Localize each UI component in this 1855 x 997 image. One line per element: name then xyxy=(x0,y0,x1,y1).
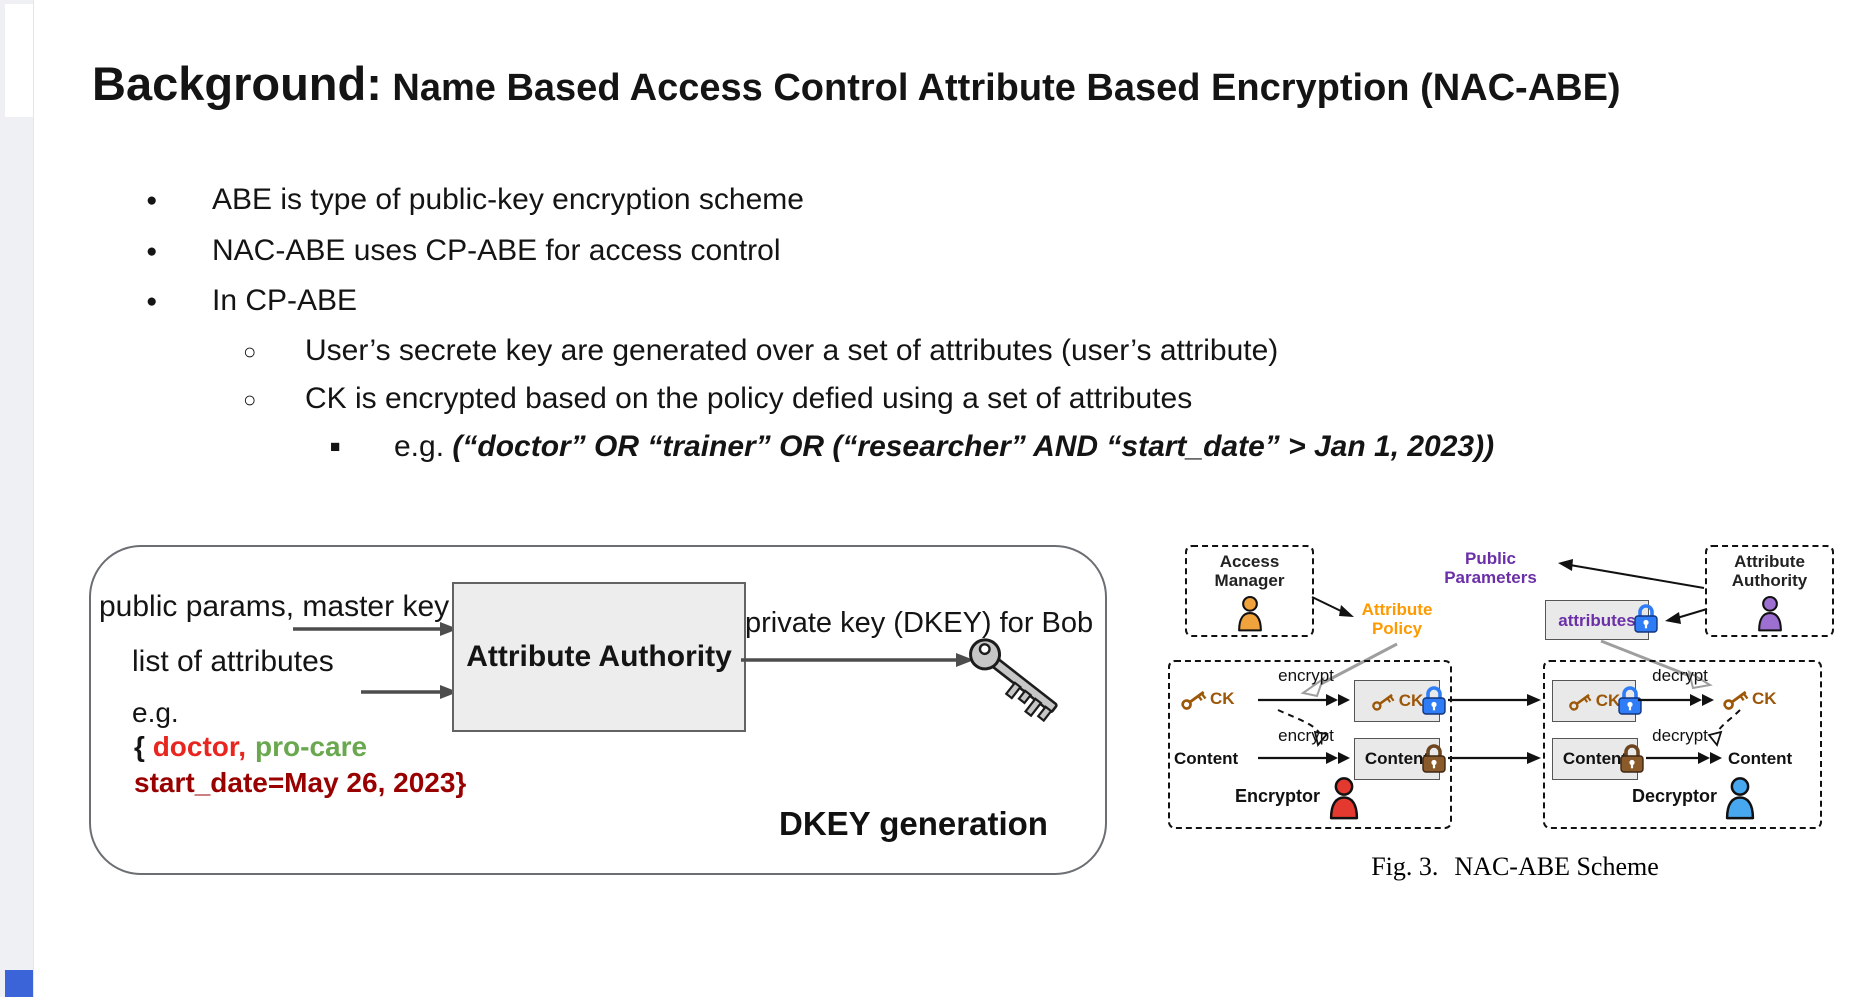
bullet-text: ABE is type of public-key encryption sch… xyxy=(212,183,804,216)
encryptor-label: Encryptor xyxy=(1235,786,1321,806)
attribute-pro-care: pro-care xyxy=(255,731,368,762)
arrow-content-encrypt xyxy=(1258,752,1350,764)
example-prefix: e.g. xyxy=(394,430,453,463)
arrow-content-decrypt xyxy=(1646,752,1722,764)
attributes-box: attributes xyxy=(1545,600,1649,640)
input-public-params-label: public params, master key xyxy=(99,590,450,623)
decryptor-box xyxy=(1543,660,1822,829)
encryptor-content-source: Content xyxy=(1174,749,1239,768)
ck-key-icon xyxy=(1371,693,1395,711)
title-rest: Name Based Access Control Attribute Base… xyxy=(381,67,1621,109)
slide-thumbnail-current[interactable] xyxy=(5,4,33,117)
attribute-start-date: start_date=May 26, 2023} xyxy=(134,767,467,798)
ck-key-icon xyxy=(1568,693,1592,711)
attribute-authority-box: Attribute Authority xyxy=(452,582,746,732)
arrow-authority-to-public-parameters xyxy=(1558,559,1705,589)
input-attributes-label: list of attributes xyxy=(132,645,334,678)
encrypt-label-2: encrypt xyxy=(1278,726,1334,745)
content-label: Content xyxy=(1562,749,1628,768)
dkey-generation-caption: DKEY generation xyxy=(779,805,1048,842)
example-attributes-line: { doctor, pro-care xyxy=(134,731,367,763)
slide-thumbnail-next[interactable] xyxy=(5,970,33,997)
ck-key-icon xyxy=(1181,690,1207,710)
attribute-doctor: doctor, xyxy=(152,731,247,762)
content-label: Content xyxy=(1364,749,1430,768)
output-private-key-label: private key (DKEY) for Bob xyxy=(745,607,1094,639)
arrow-authority-to-attributes xyxy=(1665,608,1708,624)
encryptor-box xyxy=(1168,660,1452,829)
sub-bullet-item-2: CK is encrypted based on the policy defi… xyxy=(243,382,1192,416)
public-parameters-label: Public Parameters xyxy=(1444,549,1537,587)
bullet-text: CK is encrypted based on the policy defi… xyxy=(305,382,1193,415)
figure-caption: Fig. 3. NAC-ABE Scheme xyxy=(1320,852,1710,882)
attributes-label: attributes xyxy=(1558,610,1636,630)
bullet-marker xyxy=(243,382,305,416)
title-lead: Background: xyxy=(92,57,382,110)
ck-label: CK xyxy=(1752,689,1777,708)
decryptor-person-icon xyxy=(1725,777,1755,820)
bullet-marker xyxy=(243,334,305,368)
bullet-marker xyxy=(146,284,212,318)
encrypted-ck-lock-icon xyxy=(1422,686,1446,715)
decryptor-ck-result: CK xyxy=(1722,689,1777,710)
decryptor-content-result: Content xyxy=(1728,749,1793,768)
encrypted-content-lock-icon xyxy=(1422,744,1446,773)
arrow-encrypted-ck-to-decryptor xyxy=(1448,694,1541,706)
arrow-authority-to-key xyxy=(741,653,974,667)
open-brace: { xyxy=(134,731,153,762)
attribute-authority-label: Attribute Authority xyxy=(1731,552,1808,590)
arrow-ck-encrypt xyxy=(1258,694,1350,706)
bullet-marker xyxy=(146,234,212,268)
example-policy-item: e.g. (“doctor” OR “trainer” OR (“researc… xyxy=(330,430,1494,464)
attribute-authority-fig-box: Attribute Authority xyxy=(1705,545,1834,637)
dkey-generation-diagram: public params, master key list of attrib… xyxy=(89,545,1107,875)
attributes-lock-icon xyxy=(1634,604,1658,633)
ck-label: CK xyxy=(1210,689,1235,708)
received-content-lock-icon xyxy=(1620,744,1644,773)
bullet-text: User’s secrete key are generated over a … xyxy=(305,334,1279,367)
bullet-text: In CP-ABE xyxy=(212,284,358,317)
attribute-policy-label: Attribute Policy xyxy=(1361,600,1433,638)
decrypt-label-1: decrypt xyxy=(1652,666,1708,685)
arrow-access-manager-to-policy xyxy=(1311,596,1354,617)
arrow-ck-decrypt xyxy=(1638,694,1714,706)
decryptor-label: Decryptor xyxy=(1632,786,1718,806)
figure-title: NAC-ABE Scheme xyxy=(1454,852,1659,881)
nac-abe-scheme-figure: Access Manager Attribute Policy Public P… xyxy=(1160,540,1855,900)
key-icon xyxy=(969,638,1058,723)
decrypt-label-2: decrypt xyxy=(1652,726,1708,745)
encryptor-person-icon xyxy=(1329,777,1359,820)
bullet-marker xyxy=(330,430,394,464)
dashed-arrow-ck-to-encrypt xyxy=(1277,709,1329,747)
attribute-authority-label: Attribute Authority xyxy=(466,640,732,673)
bullet-text: NAC-ABE uses CP-ABE for access control xyxy=(212,234,781,267)
arrow-public-params-to-authority xyxy=(293,622,458,636)
bullet-item-2: NAC-ABE uses CP-ABE for access control xyxy=(146,234,781,268)
filmstrip xyxy=(0,0,34,997)
access-manager-label: Access Manager xyxy=(1214,552,1285,590)
dashed-arrow-ck-to-decrypt xyxy=(1707,709,1741,747)
encrypt-label-1: encrypt xyxy=(1278,666,1334,685)
access-manager-box: Access Manager xyxy=(1185,545,1314,637)
sub-bullet-item-1: User’s secrete key are generated over a … xyxy=(243,334,1278,368)
bullet-marker xyxy=(146,183,212,217)
ck-key-icon xyxy=(1723,690,1749,710)
received-ck-lock-icon xyxy=(1618,686,1642,715)
attribute-authority-person-icon xyxy=(1757,595,1782,632)
arrow-encrypted-content-to-decryptor xyxy=(1448,752,1541,764)
arrow-policy-to-encryptor xyxy=(1300,642,1398,698)
policy-expression: (“doctor” OR “trainer” OR (“researcher” … xyxy=(452,430,1495,463)
arrow-attributes-to-authority xyxy=(361,685,458,699)
page-title: Background: Name Based Access Control At… xyxy=(92,56,1621,111)
arrow-attributes-to-decryptor xyxy=(1600,639,1713,690)
bullet-item-3: In CP-ABE xyxy=(146,284,357,318)
encryptor-ck-source: CK xyxy=(1180,689,1235,710)
ck-label: CK xyxy=(1595,691,1621,710)
example-intro-label: e.g. xyxy=(132,697,179,728)
bullet-item-1: ABE is type of public-key encryption sch… xyxy=(146,183,804,217)
access-manager-person-icon xyxy=(1237,595,1262,632)
ck-label: CK xyxy=(1398,691,1424,710)
figure-number: Fig. 3. xyxy=(1371,852,1439,881)
